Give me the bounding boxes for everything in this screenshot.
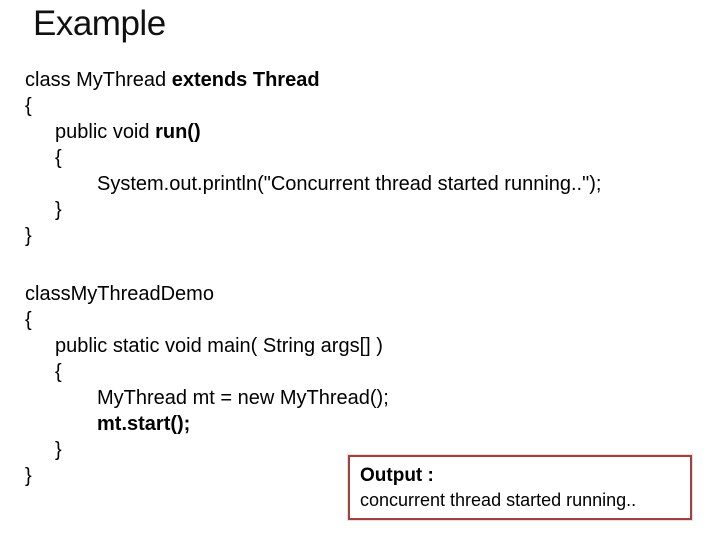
code-block: class MyThread extends Thread{public voi… [25, 67, 601, 489]
code-line: { [25, 93, 601, 119]
code-line: } [25, 197, 601, 223]
code-segment: { [55, 147, 62, 169]
code-segment: public void [55, 121, 156, 143]
code-segment: class MyThread [25, 69, 172, 91]
code-line: { [25, 145, 601, 171]
code-segment: { [25, 95, 32, 117]
code-segment: System.out.println("Concurrent thread st… [97, 173, 602, 195]
code-line: classMyThreadDemo [25, 281, 601, 307]
code-segment: extends Thread [171, 69, 320, 91]
code-segment: } [25, 465, 32, 487]
code-line: } [25, 463, 601, 489]
code-segment: } [25, 225, 32, 247]
slide-title: Example [33, 4, 166, 43]
code-segment: public static void main( String args[] ) [55, 335, 383, 357]
code-line [25, 249, 601, 281]
output-box: Output : concurrent thread started runni… [348, 455, 692, 520]
code-line: } [25, 437, 601, 463]
code-line: public void run() [25, 119, 601, 145]
code-segment: classMyThreadDemo [25, 283, 214, 305]
code-line: MyThread mt = new MyThread(); [25, 385, 601, 411]
code-line: class MyThread extends Thread [25, 67, 601, 93]
code-segment: MyThread mt = new MyThread(); [97, 387, 389, 409]
code-line: { [25, 359, 601, 385]
code-line: System.out.println("Concurrent thread st… [25, 171, 601, 197]
code-line: { [25, 307, 601, 333]
code-line: } [25, 223, 601, 249]
output-text: concurrent thread started running.. [360, 490, 637, 510]
code-segment: run() [155, 121, 201, 143]
code-segment: mt.start(); [97, 413, 191, 435]
code-segment: { [25, 309, 32, 331]
code-segment: } [55, 439, 62, 461]
code-segment: { [55, 361, 62, 383]
output-label: Output : [360, 465, 434, 486]
code-line: public static void main( String args[] ) [25, 333, 601, 359]
code-line: mt.start(); [25, 411, 601, 437]
code-segment: } [55, 199, 62, 221]
